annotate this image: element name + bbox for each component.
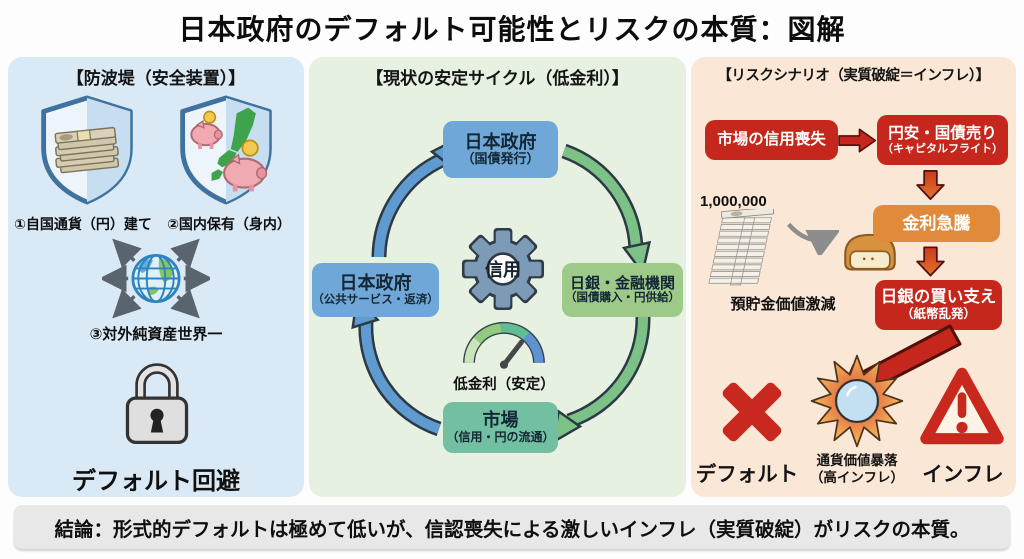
- japan-map-icon: [211, 107, 256, 181]
- bread-icon: [837, 225, 903, 281]
- left-item1-label: ①自国通貨（円）建て: [14, 216, 152, 232]
- savings-caption: 預貯金価値激減: [730, 296, 836, 313]
- box-market-title: 市場: [482, 410, 519, 431]
- padlock-icon: [116, 355, 198, 451]
- left-item2-label: ②国内保有（身内）: [167, 216, 291, 232]
- arrow-down-icon: [915, 168, 946, 202]
- conclusion-bar: 結論：形式的デフォルトは極めて低いが、信認喪失による激しいインフレ（実質破綻）が…: [14, 505, 1010, 549]
- box-credit-loss-label: 市場の信用喪失: [717, 131, 826, 149]
- box-market: 市場 （信用・円の流通）: [443, 402, 558, 453]
- box-market-sub: （信用・円の流通）: [446, 429, 555, 444]
- outcome-crash-line1: 通貨価値暴落: [816, 453, 898, 468]
- arrow-down-icon: [915, 245, 946, 278]
- box-boj-support: 日銀の買い支え （紙幣乱発）: [875, 280, 1002, 330]
- outcome-crash-line2: （高インフレ）: [809, 469, 905, 485]
- box-boj-support-sub: （紙幣乱発）: [900, 307, 976, 322]
- box-japan-gov-issue-sub: （国債発行）: [461, 151, 540, 167]
- outcome-default-label: デフォルト: [695, 463, 799, 486]
- box-japan-gov-services-title: 日本政府: [339, 273, 412, 294]
- warning-triangle-icon: [919, 365, 1005, 447]
- box-yen-sell-sub: （キャピタルフライト）: [882, 142, 1003, 155]
- shield-currency-icon: [34, 89, 140, 211]
- left-panel-header: 【防波堤（安全装置）】: [66, 69, 246, 88]
- piggy-bank-small-icon: [190, 110, 223, 150]
- box-yen-sell-title: 円安・国債売り: [888, 124, 997, 142]
- x-mark-icon: [715, 375, 789, 449]
- box-boj-sub: （国債購入・円供給）: [565, 292, 680, 305]
- left-item3-label: ③対外純資産世界一: [89, 326, 223, 343]
- box-japan-gov-services-sub: （公共サービス・返済）: [312, 293, 439, 306]
- box-japan-gov-issue: 日本政府 （国債発行）: [443, 121, 558, 178]
- burst-icon: [809, 353, 905, 449]
- box-boj-institutions: 日銀・金融機関 （国債購入・円供給）: [562, 263, 683, 317]
- page-title: 日本政府のデフォルト可能性とリスクの本質：図解: [178, 14, 846, 45]
- right-panel-header: 【リスクシナリオ（実質破綻＝インフレ）】: [717, 68, 990, 84]
- panel-risk-scenario: 【リスクシナリオ（実質破綻＝インフレ）】 市場の信用喪失 円安・国債売り （キャ…: [691, 57, 1016, 497]
- exchange-arrow-icon: [785, 219, 839, 255]
- middle-panel-header: 【現状の安定サイクル（低金利）】: [366, 69, 629, 88]
- box-japan-gov-issue-title: 日本政府: [464, 131, 537, 152]
- box-boj-support-title: 日銀の買い支え: [880, 288, 997, 307]
- piggy-bank-large-icon: [223, 139, 268, 192]
- amount-label: 1,000,000: [700, 193, 767, 210]
- box-yen-sell: 円安・国債売り （キャピタルフライト）: [877, 115, 1008, 165]
- gear-trust-label: 信用: [485, 260, 521, 280]
- outcome-inflation-label: インフレ: [922, 463, 1004, 486]
- gauge-label: 低金利（安定）: [453, 377, 555, 393]
- left-result-label: デフォルト回避: [72, 468, 240, 495]
- box-rate-spike-label: 金利急騰: [902, 213, 971, 233]
- panel-breakwater: 【防波堤（安全装置）】: [8, 57, 304, 497]
- outcome-crash-label: 通貨価値暴落 （高インフレ）: [797, 453, 917, 487]
- box-boj-title: 日銀・金融機関: [569, 274, 675, 292]
- box-credit-loss: 市場の信用喪失: [705, 120, 838, 160]
- box-japan-gov-services: 日本政府 （公共サービス・返済）: [312, 263, 439, 317]
- globe-arrows-icon: [102, 236, 210, 321]
- box-rate-spike: 金利急騰: [873, 205, 1000, 242]
- shield-domestic-icon: [173, 89, 279, 211]
- cash-stack-icon: [703, 209, 787, 287]
- gauge-icon: [458, 315, 550, 372]
- gear-icon: [456, 222, 550, 316]
- panel-stability-cycle: 【現状の安定サイクル（低金利）】: [309, 57, 686, 497]
- arrow-right-icon: [837, 126, 878, 155]
